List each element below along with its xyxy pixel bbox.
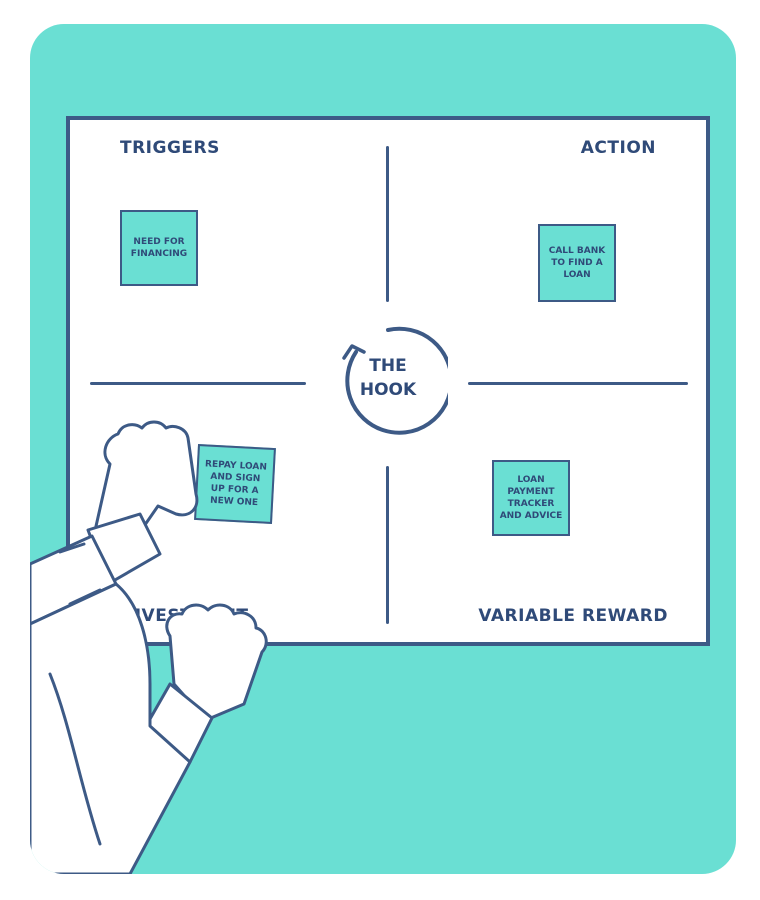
divider-left	[90, 382, 306, 385]
hand-arm-illustration	[30, 420, 268, 874]
illustration-card: TRIGGERS ACTION INVESTMENT VARIABLE REWA…	[30, 24, 736, 874]
sticky-note-reward: LOAN PAYMENT TRACKER AND ADVICE	[492, 460, 570, 536]
divider-right	[468, 382, 688, 385]
hook-title-line1: THE	[369, 356, 407, 376]
divider-bottom	[386, 466, 389, 624]
cycle-arrow-icon	[342, 326, 454, 435]
variable-reward-label: VARIABLE REWARD	[478, 606, 668, 626]
action-label: ACTION	[580, 138, 656, 158]
sticky-note-trigger: NEED FOR FINANCING	[120, 210, 198, 286]
divider-top	[386, 146, 389, 302]
hook-cycle: THE HOOK	[328, 322, 454, 442]
sticky-note-action: CALL BANK TO FIND A LOAN	[538, 224, 616, 302]
hook-board: TRIGGERS ACTION INVESTMENT VARIABLE REWA…	[66, 116, 710, 646]
triggers-label: TRIGGERS	[120, 138, 220, 158]
hook-title-line2: HOOK	[359, 380, 417, 400]
